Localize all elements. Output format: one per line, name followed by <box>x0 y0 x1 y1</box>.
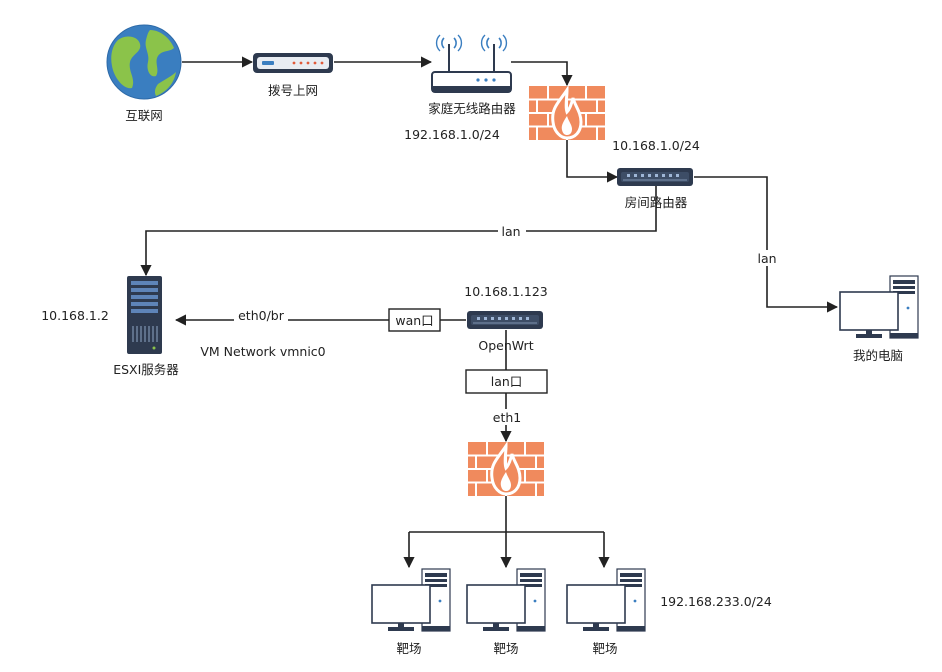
target-node-3: 靶场 <box>566 568 646 656</box>
esxi-label: ESXI服务器 <box>113 362 179 377</box>
target-node-2: 靶场 <box>466 568 546 656</box>
desktop-pc-icon <box>371 568 451 632</box>
esxi-node: 10.168.1.2 ESXI服务器 VM Network vmnic0 <box>41 276 326 377</box>
room-subnet-label: 10.168.1.0/24 <box>612 138 700 153</box>
internet-node: 互联网 <box>106 24 182 123</box>
target-label: 靶场 <box>493 641 518 656</box>
edge-label-eth0-br: eth0/br <box>238 308 285 323</box>
wan-port-box <box>388 308 441 332</box>
internet-label: 互联网 <box>125 108 163 123</box>
room-router-label: 房间路由器 <box>625 195 688 210</box>
edges <box>140 56 839 569</box>
home-router-label: 家庭无线路由器 <box>428 101 516 116</box>
target-label: 靶场 <box>592 641 617 656</box>
target-label: 靶场 <box>396 641 421 656</box>
openwrt-node: 10.168.1.123 OpenWrt <box>464 284 548 353</box>
edge-firewall-room-router <box>566 140 619 183</box>
my-pc-node: 我的电脑 <box>839 275 919 363</box>
home-router-node: 家庭无线路由器 192.168.1.0/24 <box>404 34 516 142</box>
dialup-label: 拨号上网 <box>268 83 318 98</box>
lan-port-label: lan口 <box>491 374 523 389</box>
wan-port-label: wan口 <box>395 313 433 328</box>
room-router-node: 10.168.1.0/24 房间路由器 <box>612 138 700 210</box>
desktop-pc-icon <box>839 275 919 339</box>
my-pc-label: 我的电脑 <box>853 348 903 363</box>
globe-icon <box>106 24 182 100</box>
desktop-pc-icon <box>466 568 546 632</box>
vm-network-label: VM Network vmnic0 <box>200 344 325 359</box>
target-node-1: 靶场 <box>371 568 451 656</box>
switch-icon <box>466 310 544 330</box>
home-subnet-label: 192.168.1.0/24 <box>404 127 500 142</box>
firewall-bottom-node <box>466 440 546 498</box>
edge-home-router-firewall <box>511 61 573 87</box>
esxi-ip-label: 10.168.1.2 <box>41 308 109 323</box>
range-subnet-label: 192.168.233.0/24 <box>660 594 772 609</box>
edge-label-eth1: eth1 <box>493 410 521 425</box>
edge-labels: lan lan eth0/br wan口 lan口 eth1 <box>234 223 781 425</box>
desktop-pc-icon <box>566 568 646 632</box>
server-rack-icon <box>127 276 162 354</box>
modem-icon <box>253 53 333 73</box>
edge-label-lan-esxi: lan <box>501 224 520 239</box>
wifi-router-icon <box>431 34 512 93</box>
edge-room-router-pc <box>694 176 839 313</box>
lan-port-box <box>465 369 548 394</box>
switch-icon <box>616 167 694 187</box>
firewall-icon <box>466 440 546 498</box>
firewall-top-node <box>527 84 607 142</box>
openwrt-label: OpenWrt <box>478 338 533 353</box>
edge-label-lan-pc: lan <box>757 251 776 266</box>
edge-room-router-esxi <box>140 186 657 277</box>
dialup-node: 拨号上网 <box>253 53 333 98</box>
openwrt-ip-label: 10.168.1.123 <box>464 284 548 299</box>
firewall-icon <box>527 84 607 142</box>
